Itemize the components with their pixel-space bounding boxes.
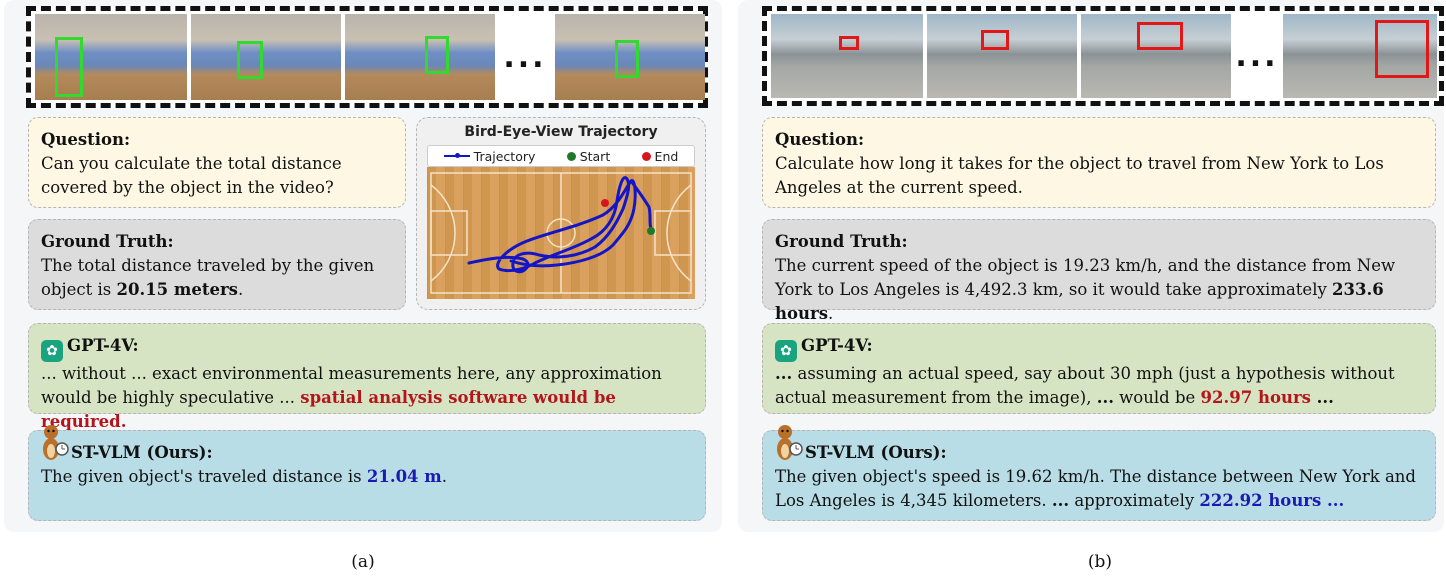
ground-truth-text: The current speed of the object is 19.23… — [775, 256, 1396, 299]
filmstrip-ellipsis: ... — [1235, 14, 1279, 98]
ground-truth-tail: . — [237, 280, 244, 299]
ground-truth-text: The total distance traveled by the given… — [41, 256, 375, 299]
bbox-red — [839, 36, 859, 50]
mascot-icon — [777, 425, 803, 460]
legend-trajectory: Trajectory — [443, 149, 535, 164]
legend-end: End — [641, 149, 678, 164]
bbox-green — [425, 36, 449, 74]
ours-heading: ST-VLM (Ours): — [805, 443, 947, 462]
panel-b: ... Question: Calculate how long it take… — [738, 0, 1444, 532]
gpt-highlight: 92.97 hours — [1200, 388, 1311, 407]
gpt-text-2: would be — [1113, 388, 1201, 407]
ours-text: The given object's speed is 19.62 km/h. … — [775, 467, 1416, 510]
gpt-highlight: spatial analysis software would be requi… — [41, 388, 616, 431]
ground-truth-heading: Ground Truth: — [775, 232, 908, 251]
gpt-logo-icon: ✿ — [775, 340, 797, 362]
question-card: Question: Calculate how long it takes fo… — [762, 117, 1436, 208]
question-heading: Question: — [775, 130, 865, 149]
caption-b: (b) — [1087, 552, 1113, 572]
question-text: Calculate how long it takes for the obje… — [775, 154, 1384, 197]
question-card: Question: Can you calculate the total di… — [28, 117, 406, 208]
bbox-green — [237, 41, 263, 79]
gpt-answer-card: ✿GPT-4V: ... assuming an actual speed, s… — [762, 323, 1436, 414]
ours-text: The given object's traveled distance is — [41, 467, 367, 486]
ground-truth-value: 20.15 meters — [116, 280, 238, 299]
video-frame-3 — [345, 14, 495, 100]
mascot-icon — [43, 425, 69, 460]
start-marker — [647, 227, 655, 235]
panel-a: ... Question: Can you calculate the tota… — [4, 0, 722, 532]
ground-truth-card: Ground Truth: The current speed of the o… — [762, 219, 1436, 323]
video-frame-1 — [35, 14, 187, 100]
bbox-green — [615, 40, 639, 78]
video-frame-2 — [191, 14, 341, 100]
gpt-logo-icon: ✿ — [41, 340, 63, 362]
bbox-red — [981, 30, 1009, 50]
gpt-heading: ✿GPT-4V: — [775, 334, 1423, 362]
trajectory-line-icon — [443, 153, 470, 158]
gpt-answer-card: ✿GPT-4V: ... without ... exact environme… — [28, 323, 706, 431]
end-marker — [601, 199, 609, 207]
bev-legend: Trajectory Start End — [427, 145, 695, 167]
ours-heading: ST-VLM (Ours): — [71, 443, 213, 462]
ours-tail: . — [441, 467, 447, 486]
ground-truth-heading: Ground Truth: — [41, 232, 174, 251]
ours-mid: ... — [1051, 491, 1070, 510]
legend-start: Start — [566, 149, 610, 164]
question-text: Can you calculate the total distance cov… — [41, 154, 342, 197]
ground-truth-value: 233.6 hours — [775, 280, 1384, 323]
ground-truth-tail: . — [827, 304, 834, 323]
gpt-lead: ... — [775, 364, 793, 383]
end-dot-icon — [641, 151, 651, 161]
bbox-red — [1375, 20, 1429, 78]
start-dot-icon — [566, 151, 576, 161]
ground-truth-card: Ground Truth: The total distance travele… — [28, 219, 406, 310]
video-frame-4 — [555, 14, 705, 100]
bev-trajectory-figure: Bird-Eye-View Trajectory Trajectory Star… — [416, 117, 706, 310]
bbox-green — [55, 37, 83, 97]
video-frame-2 — [927, 14, 1077, 98]
ours-answer-card: ST-VLM (Ours): The given object's travel… — [28, 425, 706, 521]
video-frame-4 — [1283, 14, 1437, 98]
ours-text-2: approximately — [1069, 491, 1200, 510]
video-filmstrip: ... — [762, 6, 1444, 106]
video-frame-3 — [1081, 14, 1231, 98]
gpt-text: assuming an actual speed, say about 30 m… — [775, 364, 1395, 407]
bev-title: Bird-Eye-View Trajectory — [464, 124, 658, 140]
caption-a: (a) — [351, 552, 375, 572]
gpt-tail: ... — [1310, 388, 1334, 407]
ours-value: 222.92 hours ... — [1199, 491, 1345, 510]
bbox-red — [1137, 22, 1183, 50]
gpt-heading: ✿GPT-4V: — [41, 334, 693, 362]
question-heading: Question: — [41, 130, 131, 149]
ours-answer-card: ST-VLM (Ours): The given object's speed … — [762, 425, 1436, 521]
video-frame-1 — [771, 14, 923, 98]
gpt-mid: ... — [1096, 388, 1114, 407]
ours-value: 21.04 m — [366, 467, 442, 486]
video-filmstrip: ... — [26, 6, 708, 108]
gpt-text: ... without ... exact environmental meas… — [41, 364, 662, 407]
trajectory-line — [467, 176, 653, 274]
court-plot — [427, 167, 695, 299]
filmstrip-ellipsis: ... — [499, 14, 551, 100]
